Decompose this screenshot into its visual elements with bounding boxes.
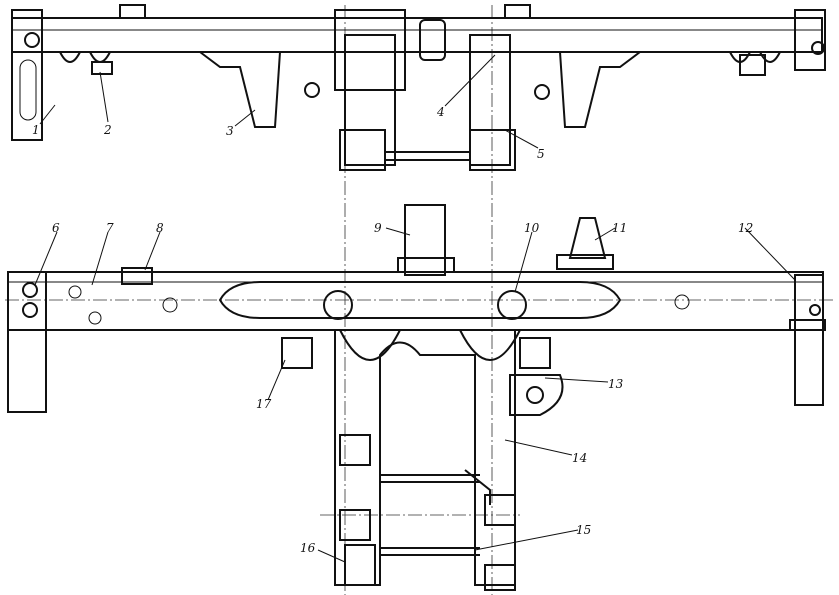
callout-16: 16 [300, 541, 316, 555]
callout-5: 5 [537, 147, 545, 161]
leader-lines [34, 54, 796, 563]
callout-12: 12 [738, 221, 753, 235]
callout-7: 7 [106, 221, 114, 235]
callout-9: 9 [374, 221, 382, 235]
top-view-frame [11, 4, 826, 171]
callout-11: 11 [612, 221, 627, 235]
callout-6: 6 [52, 221, 60, 235]
callout-3: 3 [226, 124, 234, 138]
side-view-frame [7, 204, 826, 591]
callout-8: 8 [156, 221, 164, 235]
callout-14: 14 [572, 451, 587, 465]
callout-17: 17 [256, 397, 272, 411]
callout-1: 1 [32, 123, 40, 137]
callout-2: 2 [103, 123, 112, 137]
callout-10: 10 [524, 221, 540, 235]
callout-13: 13 [608, 377, 624, 391]
callout-15: 15 [576, 523, 591, 537]
callout-4: 4 [436, 105, 445, 119]
